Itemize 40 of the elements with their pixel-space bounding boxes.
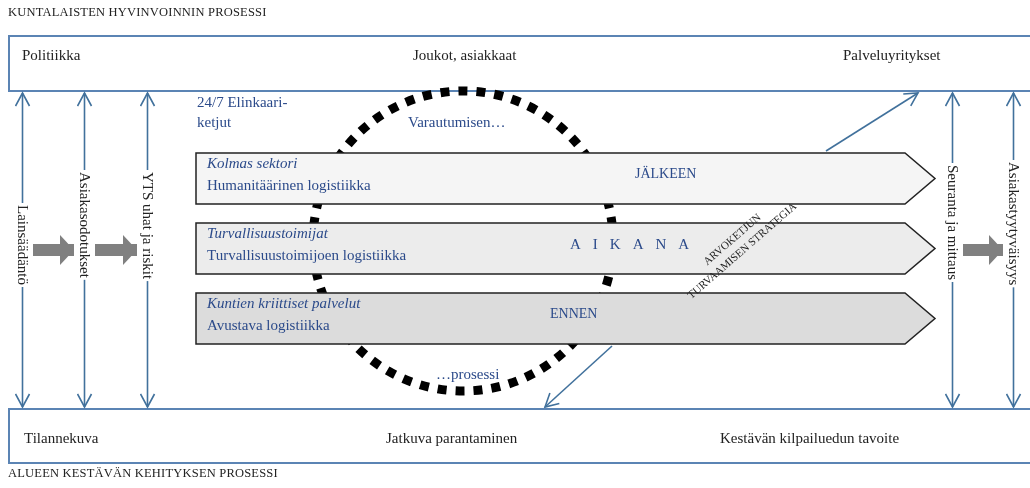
arrow xyxy=(139,92,156,171)
arrow xyxy=(139,280,156,408)
block-arrow xyxy=(963,235,1003,265)
arrow xyxy=(944,281,961,408)
chevron-text: Avustava logistiikka xyxy=(207,317,330,334)
band-text: Jatkuva parantaminen xyxy=(386,430,518,447)
band-text: Kestävän kilpailuedun tavoite xyxy=(720,430,900,447)
process-heading: ALUEEN KESTÄVÄN KEHITYKSEN PROSESSI xyxy=(8,466,278,481)
arrow xyxy=(14,286,31,408)
chevron-text: Humanitäärinen logistiikka xyxy=(207,177,371,194)
process-heading: KUNTALAISTEN HYVINVOINNIN PROSESSI xyxy=(8,5,267,20)
arrow xyxy=(825,92,919,152)
circle-text: Varautumisen… xyxy=(408,114,506,131)
arrow xyxy=(1005,286,1022,408)
phase-label: ENNEN xyxy=(550,306,598,322)
band-text: Joukot, asiakkaat xyxy=(413,47,517,64)
vertical-text: YTS uhat ja riskit xyxy=(139,172,156,280)
block-arrow xyxy=(33,235,74,265)
circle-text: …prosessi xyxy=(436,366,500,383)
arrow xyxy=(14,92,31,204)
arrow xyxy=(1005,92,1022,161)
chevron-heading: Kuntien kriittiset palvelut xyxy=(207,295,361,312)
chevron-heading: Turvallisuustoimijat xyxy=(207,225,328,242)
band-text: Politiikka xyxy=(22,47,81,64)
band-text: Tilannekuva xyxy=(24,430,99,447)
vertical-text: Asiakasodotukset xyxy=(76,172,93,278)
arrow xyxy=(944,92,961,164)
vertical-text: Seuranta ja mittaus xyxy=(944,165,961,280)
phase-label: AIKANA xyxy=(570,236,702,252)
chevron-heading: Kolmas sektori xyxy=(207,155,298,172)
vertical-text: Asiakastyytyväisyys xyxy=(1005,162,1022,286)
phase-label: JÄLKEEN xyxy=(635,166,697,182)
arrow xyxy=(76,92,93,171)
vertical-text: Lainsäädäntö xyxy=(14,205,31,285)
band-text: Palveluyritykset xyxy=(843,47,941,64)
arrow xyxy=(544,345,613,408)
text-label: 24/7 Elinkaari-ketjut xyxy=(197,93,289,133)
block-arrow xyxy=(95,235,137,265)
arrow xyxy=(76,279,93,408)
chevron-text: Turvallisuustoimijoen logistiikka xyxy=(207,247,407,264)
